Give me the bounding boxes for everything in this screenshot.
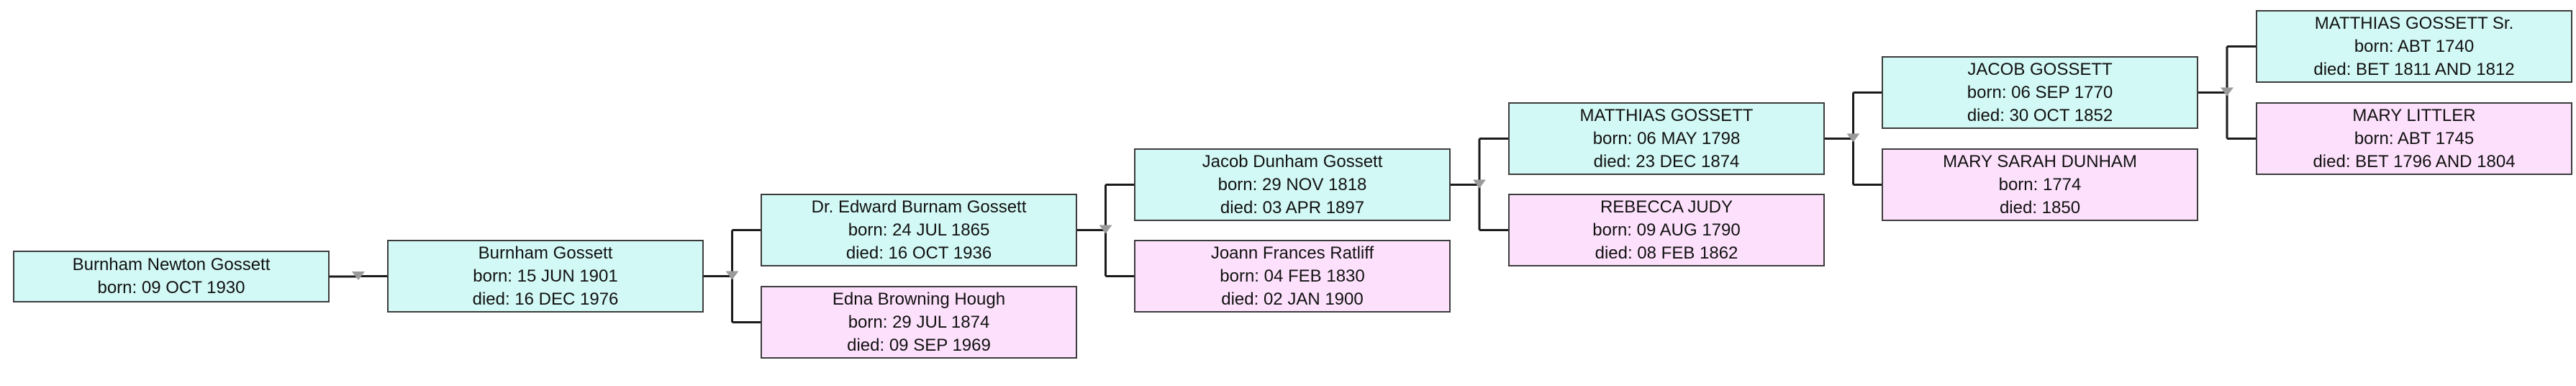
person-box-jacob-dunham-gossett[interactable]: Jacob Dunham Gossett born: 29 NOV 1818 d…: [1134, 148, 1451, 221]
person-name: Burnham Newton Gossett: [72, 255, 271, 274]
person-name: MARY SARAH DUNHAM: [1943, 151, 2137, 171]
person-died: died: BET 1811 AND 1812: [2313, 59, 2515, 79]
person-died: died: 1850: [1999, 197, 2081, 217]
connector-marker-icon: [1099, 225, 1112, 234]
person-box-rebecca-judy[interactable]: REBECCA JUDY born: 09 AUG 1790 died: 08 …: [1508, 194, 1825, 266]
connector-marker-icon: [2221, 87, 2233, 96]
person-name: REBECCA JUDY: [1600, 197, 1733, 217]
person-box-jacob-gossett[interactable]: JACOB GOSSETT born: 06 SEP 1770 died: 30…: [1882, 56, 2198, 129]
person-born: born: 15 JUN 1901: [473, 266, 618, 286]
person-died: died: BET 1796 AND 1804: [2313, 151, 2516, 171]
person-born: born: 09 OCT 1930: [97, 278, 245, 297]
person-name: MATTHIAS GOSSETT Sr.: [2314, 13, 2514, 33]
person-name: Joann Frances Ratliff: [1210, 243, 1374, 263]
person-box-joann-frances-ratliff[interactable]: Joann Frances Ratliff born: 04 FEB 1830 …: [1134, 240, 1451, 313]
connector-marker-icon: [1473, 179, 1486, 189]
person-died: died: 03 APR 1897: [1220, 197, 1365, 217]
person-died: died: 08 FEB 1862: [1595, 243, 1738, 263]
person-box-matthias-gossett[interactable]: MATTHIAS GOSSETT born: 06 MAY 1798 died:…: [1508, 102, 1825, 175]
person-born: born: 09 AUG 1790: [1592, 220, 1741, 240]
connector-marker-icon: [725, 271, 739, 280]
person-box-burnham-gossett[interactable]: Burnham Gossett born: 15 JUN 1901 died: …: [387, 240, 704, 313]
person-died: died: 23 DEC 1874: [1593, 151, 1740, 171]
person-died: died: 30 OCT 1852: [1967, 105, 2113, 125]
person-died: died: 09 SEP 1969: [847, 335, 991, 355]
person-born: born: ABT 1740: [2354, 36, 2475, 56]
person-died: died: 16 DEC 1976: [472, 289, 619, 309]
person-box-matthias-gossett-sr[interactable]: MATTHIAS GOSSETT Sr. born: ABT 1740 died…: [2256, 10, 2572, 83]
person-born: born: 1774: [1998, 174, 2082, 194]
person-box-mary-sarah-dunham[interactable]: MARY SARAH DUNHAM born: 1774 died: 1850: [1882, 148, 2198, 221]
person-name: MATTHIAS GOSSETT: [1579, 105, 1754, 125]
person-born: born: 29 JUL 1874: [848, 312, 990, 332]
person-born: born: 06 MAY 1798: [1592, 128, 1741, 148]
person-born: born: ABT 1745: [2354, 128, 2475, 148]
person-name: Dr. Edward Burnam Gossett: [811, 197, 1027, 217]
person-died: died: 16 OCT 1936: [845, 243, 992, 263]
person-name: JACOB GOSSETT: [1967, 59, 2113, 79]
person-name: Jacob Dunham Gossett: [1202, 151, 1383, 171]
person-name: MARY LITTLER: [2352, 105, 2476, 125]
person-born: born: 29 NOV 1818: [1217, 174, 1367, 194]
person-box-edward-burnam-gossett[interactable]: Dr. Edward Burnam Gossett born: 24 JUL 1…: [761, 194, 1077, 266]
person-born: born: 04 FEB 1830: [1220, 266, 1365, 286]
person-box-mary-littler[interactable]: MARY LITTLER born: ABT 1745 died: BET 17…: [2256, 102, 2572, 175]
connector-marker-icon: [352, 271, 365, 280]
person-died: died: 02 JAN 1900: [1221, 289, 1364, 309]
person-born: born: 24 JUL 1865: [848, 220, 990, 240]
person-box-edna-browning-hough[interactable]: Edna Browning Hough born: 29 JUL 1874 di…: [761, 286, 1077, 359]
person-name: Burnham Gossett: [478, 243, 613, 263]
person-born: born: 06 SEP 1770: [1967, 82, 2113, 102]
connector-marker-icon: [1846, 133, 1860, 143]
person-name: Edna Browning Hough: [832, 289, 1006, 309]
person-box-burnham-newton-gossett[interactable]: Burnham Newton Gossett born: 09 OCT 1930: [13, 251, 330, 302]
